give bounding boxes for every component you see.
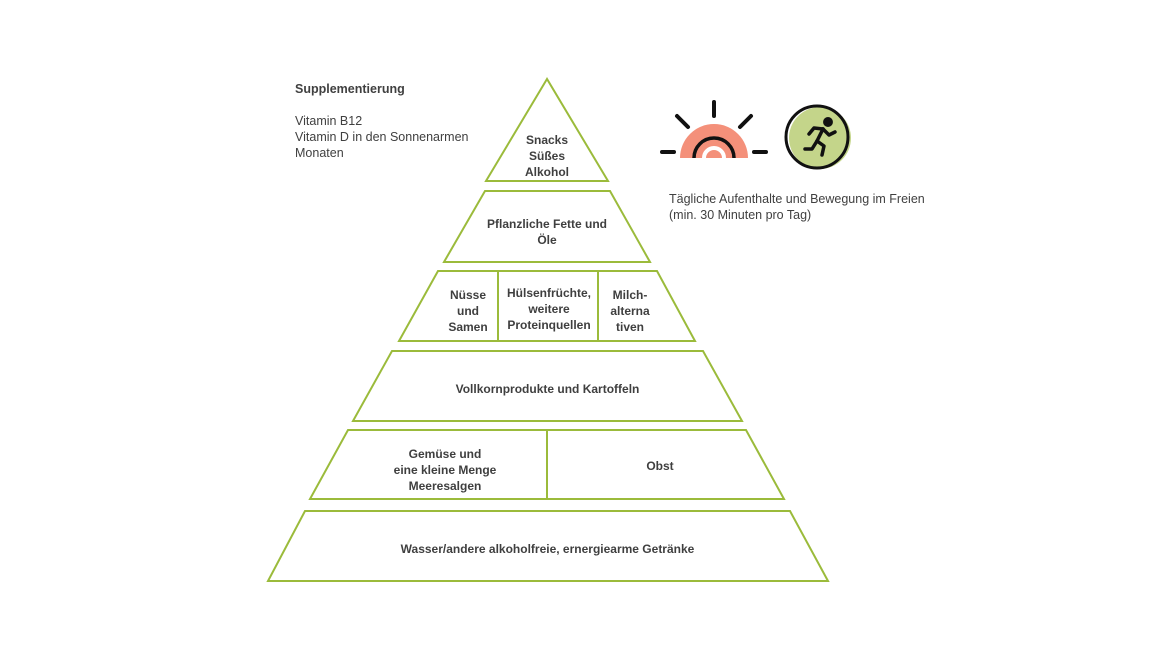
label-vegetables: Gemüse und eine kleine Menge Meeresalgen (393, 447, 497, 493)
label-fats: Pflanzliche Fette und Öle (486, 217, 607, 247)
label-milk-alternatives: Milch- alterna tiven (610, 288, 650, 334)
tier-proteins (397, 270, 697, 342)
tier-drinks (266, 510, 830, 582)
outdoor-line: (min. 30 Minuten pro Tag) (669, 208, 812, 222)
sun-icon (660, 100, 768, 159)
outdoor-note: Tägliche Aufenthalte und Bewegung im Fre… (669, 191, 925, 223)
tier-fats (442, 190, 652, 263)
outdoor-line: Tägliche Aufenthalte und Bewegung im Fre… (669, 192, 925, 206)
supplement-title: Supplementierung (295, 82, 405, 96)
label-nuts: Nüsse und Samen (448, 288, 488, 334)
tier-grains (351, 350, 744, 422)
label-fruit: Obst (646, 459, 674, 473)
running-person-icon (784, 104, 851, 170)
tier-vegetables-fruit (308, 429, 786, 500)
label-drinks: Wasser/andere alkoholfreie, ernergiearme… (400, 542, 695, 556)
supplement-line: Monaten (295, 146, 344, 160)
supplement-note: Supplementierung Vitamin B12 Vitamin D i… (295, 81, 469, 161)
label-snacks: Snacks Süßes Alkohol (525, 133, 569, 179)
supplement-line: Vitamin B12 (295, 114, 363, 128)
label-legumes: Hülsenfrüchte, weitere Proteinquellen (506, 286, 591, 332)
tier-snacks (484, 77, 610, 182)
supplement-line: Vitamin D in den Sonnenarmen (295, 130, 469, 144)
label-grains: Vollkornprodukte und Kartoffeln (455, 382, 640, 396)
